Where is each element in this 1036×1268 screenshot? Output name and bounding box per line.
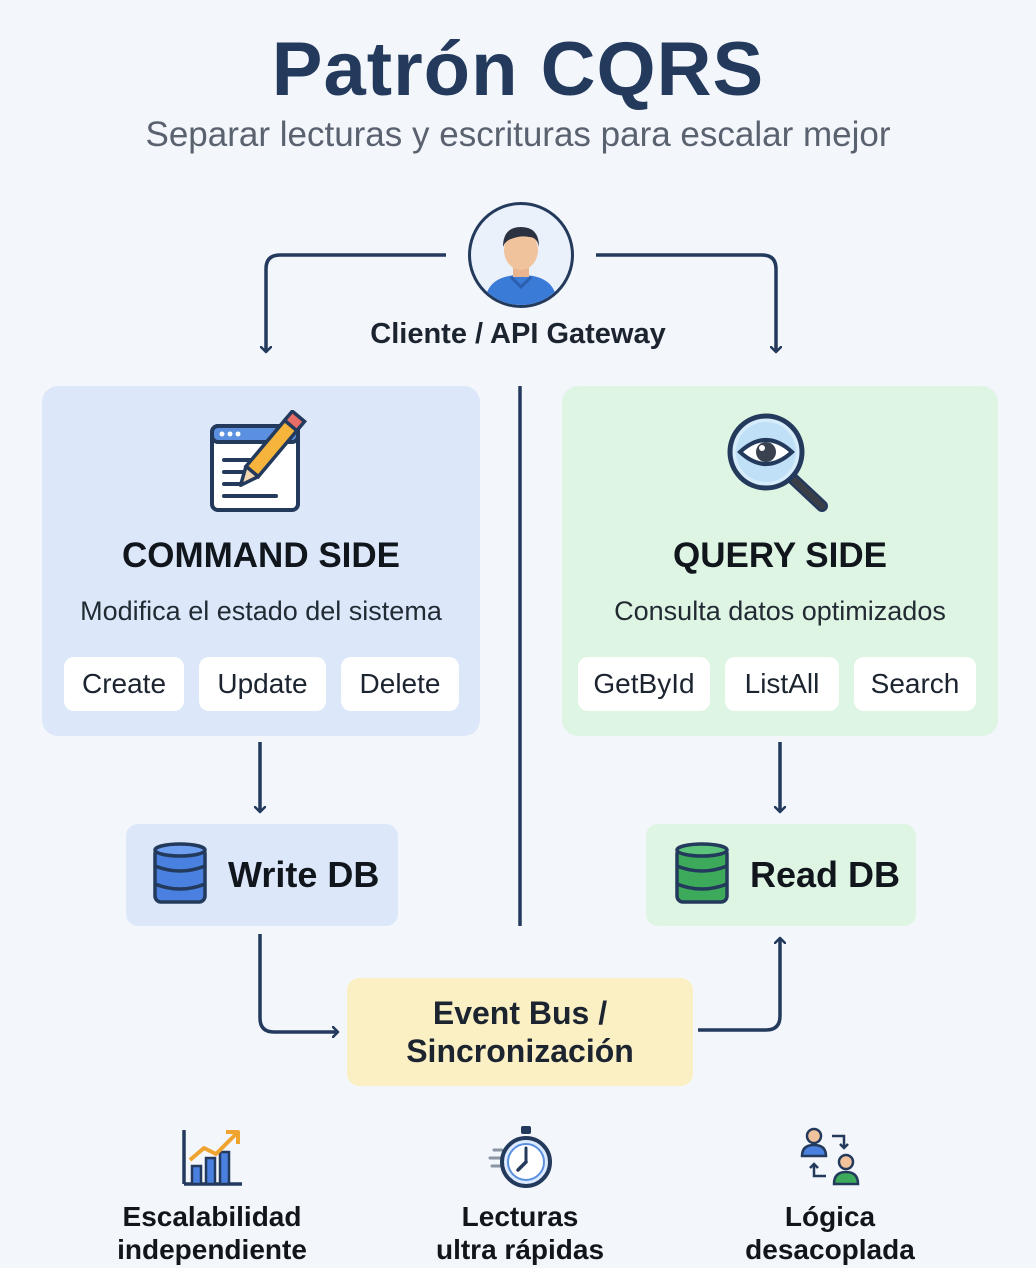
arrow-writedb-to-bus (258, 934, 338, 1032)
event-bus-box: Event Bus / Sincronización (347, 978, 693, 1086)
read-db-label: Read DB (750, 854, 901, 895)
event-bus-line2: Sincronización (406, 1033, 634, 1069)
query-side-title: QUERY SIDE (673, 536, 887, 575)
write-db-label: Write DB (228, 854, 380, 895)
arrow-client-to-query (596, 253, 776, 352)
database-icon (152, 842, 208, 908)
page-title: Patrón CQRS (271, 27, 765, 112)
growth-chart-icon (180, 1126, 244, 1188)
command-side-title: COMMAND SIDE (121, 536, 401, 575)
write-db-box: Write DB (126, 824, 398, 926)
magnifier-eye-icon (724, 410, 834, 520)
arrow-client-to-command (266, 253, 446, 352)
command-side-panel: COMMAND SIDE Modifica el estado del sist… (42, 386, 480, 736)
page-subtitle: Separar lecturas y escrituras para escal… (145, 115, 891, 154)
benefit-fast-reads: Lecturas ultra rápidas (435, 1201, 605, 1265)
event-bus-line1: Event Bus / (432, 995, 608, 1031)
benefit-decoupled-logic: Lógica desacoplada (745, 1201, 915, 1265)
read-db-box: Read DB (646, 824, 916, 926)
operation-getbyid: GetById (578, 657, 710, 711)
database-icon (674, 842, 730, 908)
query-side-description: Consulta datos optimizados (614, 596, 946, 626)
command-side-description: Modifica el estado del sistema (80, 596, 442, 626)
arrow-bus-to-readdb (698, 938, 780, 1032)
edit-document-icon (206, 408, 316, 520)
operation-listall: ListAll (725, 657, 839, 711)
users-exchange-icon (798, 1126, 864, 1188)
operation-search: Search (854, 657, 976, 711)
client-label: Cliente / API Gateway (370, 318, 666, 350)
query-side-panel: QUERY SIDE Consulta datos optimizados Ge… (562, 386, 998, 736)
benefit-scalability: Escalabilidad independiente (117, 1201, 307, 1265)
stopwatch-icon (488, 1124, 554, 1190)
user-avatar-icon (468, 202, 574, 308)
operation-update: Update (199, 657, 326, 711)
operation-create: Create (64, 657, 184, 711)
operation-delete: Delete (341, 657, 459, 711)
